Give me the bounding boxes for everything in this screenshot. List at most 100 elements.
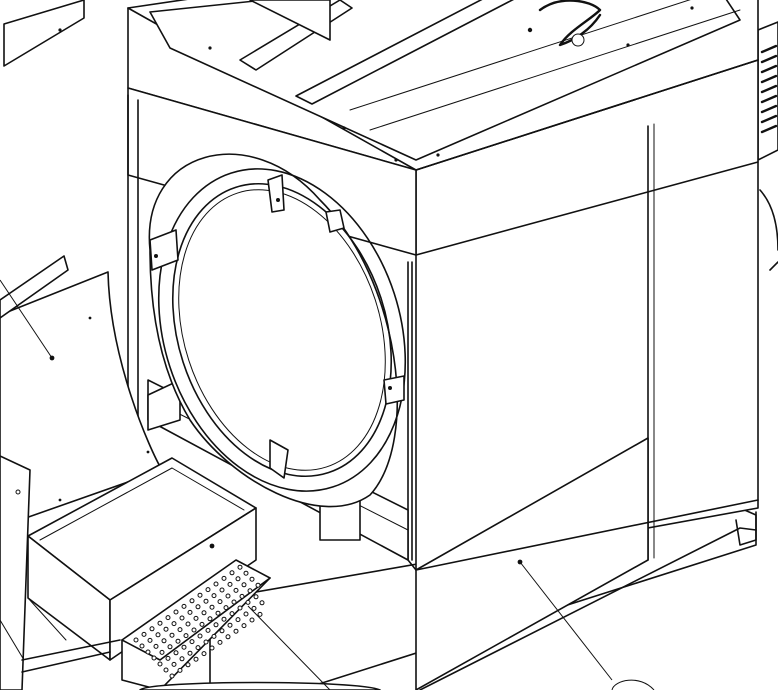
perforation-hole	[201, 651, 207, 657]
perforation-hole	[241, 582, 247, 588]
perforation-hole	[219, 587, 225, 593]
perforation-hole	[197, 592, 203, 598]
perforation-hole	[217, 599, 223, 605]
perforation-hole	[259, 600, 265, 606]
perforation-hole	[227, 581, 233, 587]
perforation-hole	[179, 656, 185, 662]
perforation-hole	[153, 643, 159, 649]
lint-screen	[121, 559, 271, 690]
perforation-hole	[165, 615, 171, 621]
perforation-hole	[147, 637, 153, 643]
perforation-hole	[237, 564, 243, 570]
perforation-hole	[213, 622, 219, 628]
perforation-hole	[221, 575, 227, 581]
perforation-hole	[249, 617, 255, 623]
perforation-hole	[159, 649, 165, 655]
front-door-panel	[415, 437, 759, 690]
perforation-hole	[205, 627, 211, 633]
perforation-hole	[173, 650, 179, 656]
perforation-hole	[237, 605, 243, 611]
perforation-hole	[239, 593, 245, 599]
perforation-hole	[215, 610, 221, 616]
perforation-hole	[233, 587, 239, 593]
right-louver-panel	[757, 21, 778, 271]
perforation-hole	[211, 593, 217, 599]
perforation-hole	[173, 609, 179, 615]
perforation-hole	[175, 638, 181, 644]
perforation-hole	[179, 615, 185, 621]
perforation-hole	[243, 570, 249, 576]
perforation-hole	[235, 576, 241, 582]
perforation-hole	[249, 576, 255, 582]
perforation-hole	[145, 649, 151, 655]
perforation-hole	[201, 610, 207, 616]
perforation-hole	[225, 593, 231, 599]
perforation-hole	[229, 611, 235, 617]
perforation-hole	[241, 623, 247, 629]
perforation-hole	[231, 599, 237, 605]
perforation-hole	[219, 628, 225, 634]
perforation-hole	[171, 621, 177, 627]
callout-leader	[517, 559, 655, 690]
perforation-hole	[163, 667, 169, 673]
perforation-hole	[141, 631, 147, 637]
perforation-hole	[207, 616, 213, 622]
screen-perforations	[133, 564, 265, 679]
perforation-hole	[195, 645, 201, 651]
perforation-hole	[185, 621, 191, 627]
perforation-hole	[195, 604, 201, 610]
perforation-hole	[193, 656, 199, 662]
perforation-hole	[139, 643, 145, 649]
perforation-hole	[217, 639, 223, 645]
perforation-hole	[229, 570, 235, 576]
perforation-hole	[185, 662, 191, 668]
perforation-hole	[193, 615, 199, 621]
perforation-hole	[203, 639, 209, 645]
perforation-hole	[163, 626, 169, 632]
perforation-hole	[211, 633, 217, 639]
perforation-hole	[199, 621, 205, 627]
perforation-hole	[233, 628, 239, 634]
perforation-hole	[191, 627, 197, 633]
perforation-hole	[187, 609, 193, 615]
perforation-hole	[157, 661, 163, 667]
perforation-hole	[247, 588, 253, 594]
perforation-hole	[171, 661, 177, 667]
perforation-hole	[155, 632, 161, 638]
perforation-hole	[209, 604, 215, 610]
perforation-hole	[223, 605, 229, 611]
top-panel	[127, 0, 759, 256]
perforation-hole	[169, 673, 175, 679]
perforation-hole	[235, 617, 241, 623]
perforation-hole	[149, 626, 155, 632]
perforation-hole	[161, 638, 167, 644]
detached-plate	[3, 0, 85, 67]
drum-front-ring	[148, 153, 407, 508]
perforation-hole	[169, 632, 175, 638]
bottom-frame	[0, 605, 381, 690]
side-panel	[415, 59, 759, 571]
perforation-hole	[213, 581, 219, 587]
perforation-hole	[227, 622, 233, 628]
left-detached-panel	[0, 255, 163, 690]
perforation-hole	[157, 620, 163, 626]
perforation-hole	[257, 611, 263, 617]
perforation-hole	[243, 611, 249, 617]
perforation-hole	[151, 655, 157, 661]
perforation-hole	[133, 637, 139, 643]
perforation-hole	[181, 644, 187, 650]
perforation-hole	[177, 667, 183, 673]
perforation-hole	[203, 598, 209, 604]
perforation-hole	[253, 594, 259, 600]
perforation-hole	[221, 616, 227, 622]
perforation-hole	[197, 633, 203, 639]
perforation-hole	[255, 582, 261, 588]
perforation-hole	[181, 603, 187, 609]
perforation-hole	[189, 639, 195, 645]
perforation-hole	[189, 598, 195, 604]
perforation-hole	[167, 644, 173, 650]
perforation-hole	[205, 587, 211, 593]
perforation-hole	[245, 599, 251, 605]
perforation-hole	[165, 655, 171, 661]
